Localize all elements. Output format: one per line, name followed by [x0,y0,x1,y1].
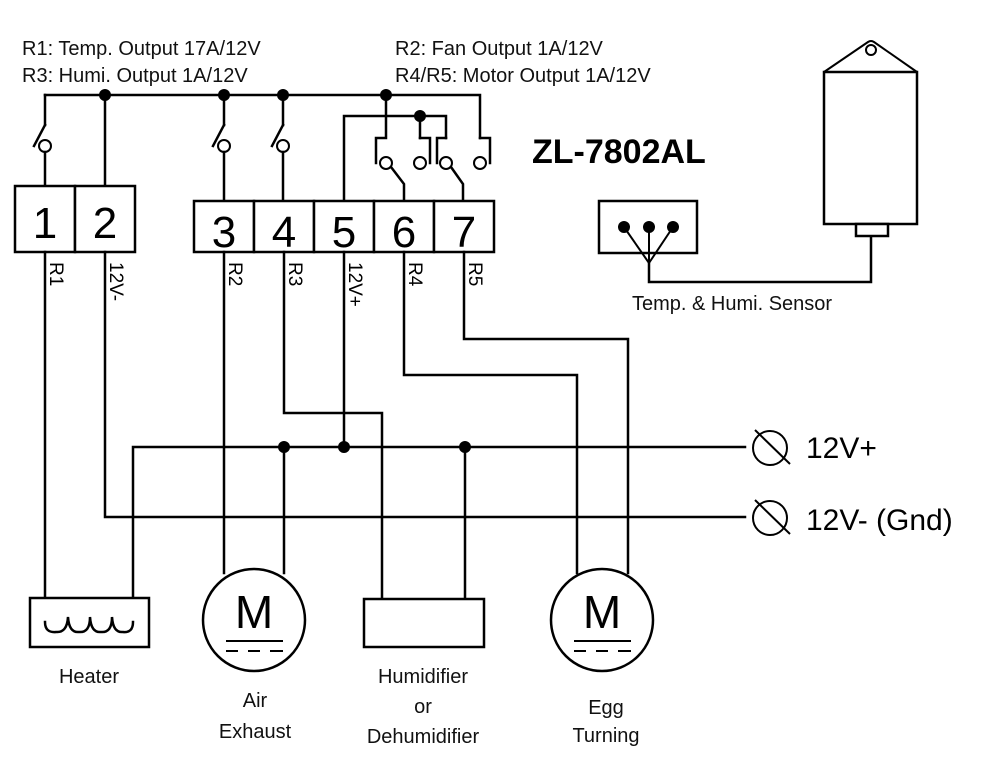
supply-negative-label: 12V- (Gnd) [806,504,953,537]
terminal-number: 3 [212,208,236,257]
humidifier-label: Dehumidifier [367,726,480,748]
model-name: ZL-7802AL [532,133,706,171]
terminal-number: 7 [452,208,476,257]
junction-dot [338,441,350,453]
humidifier: Humidifier or Dehumidifier [362,597,486,748]
humidifier-label: or [414,696,432,718]
wire-label-12v-pos: 12V+ [344,262,365,307]
relay-switch-r3 [270,93,290,202]
air-exhaust-label: Exhaust [219,721,292,743]
terminal-7 [432,199,496,254]
wire-label-r5: R5 [464,262,485,286]
wire-label-r1: R1 [45,262,66,286]
wire-label-r3: R3 [284,262,305,286]
sensor-probe [822,40,919,238]
egg-turning-motor: M Egg Turning [549,567,655,747]
legend-r4-r5: R4/R5: Motor Output 1A/12V [395,65,651,87]
supply-terminal-negative: 12V- (Gnd) [752,499,953,537]
heater: Heater [28,596,151,688]
terminal-number: 2 [93,199,117,248]
wire-label-r2: R2 [224,262,245,286]
wire-label-12v-neg: 12V- [105,262,126,301]
air-exhaust-motor: M Air Exhaust [201,567,307,743]
supply-terminal-positive: 12V+ [752,429,877,466]
air-exhaust-label: Air [243,690,268,712]
terminal-5 [312,199,376,254]
humidifier-label: Humidifier [378,666,468,688]
legend-r1: R1: Temp. Output 17A/12V [22,38,261,60]
output-wiring [43,250,747,624]
relay-switch-r2 [211,93,231,202]
sensor-label: Temp. & Humi. Sensor [632,293,832,315]
wire-label-r4: R4 [404,262,425,287]
terminal-block-left: 1 2 [13,184,137,254]
terminal-number: 5 [332,208,356,257]
supply-positive-label: 12V+ [806,432,877,465]
terminal-block-right: 3 4 5 6 7 [192,199,496,257]
egg-turning-label: Egg [588,697,624,719]
legend-r2: R2: Fan Output 1A/12V [395,38,604,60]
heater-label: Heater [59,666,119,688]
motor-symbol: M [235,586,273,638]
relay-switch-r4-r5 [342,93,492,202]
motor-symbol: M [583,586,621,638]
relay-switch-r1 [32,93,52,188]
egg-turning-label: Turning [572,725,639,747]
legend-r3: R3: Humi. Output 1A/12V [22,65,248,87]
sensor-connector [597,199,873,284]
terminal-number: 1 [33,199,57,248]
terminal-number: 4 [272,208,296,257]
terminal-number: 6 [392,208,416,257]
